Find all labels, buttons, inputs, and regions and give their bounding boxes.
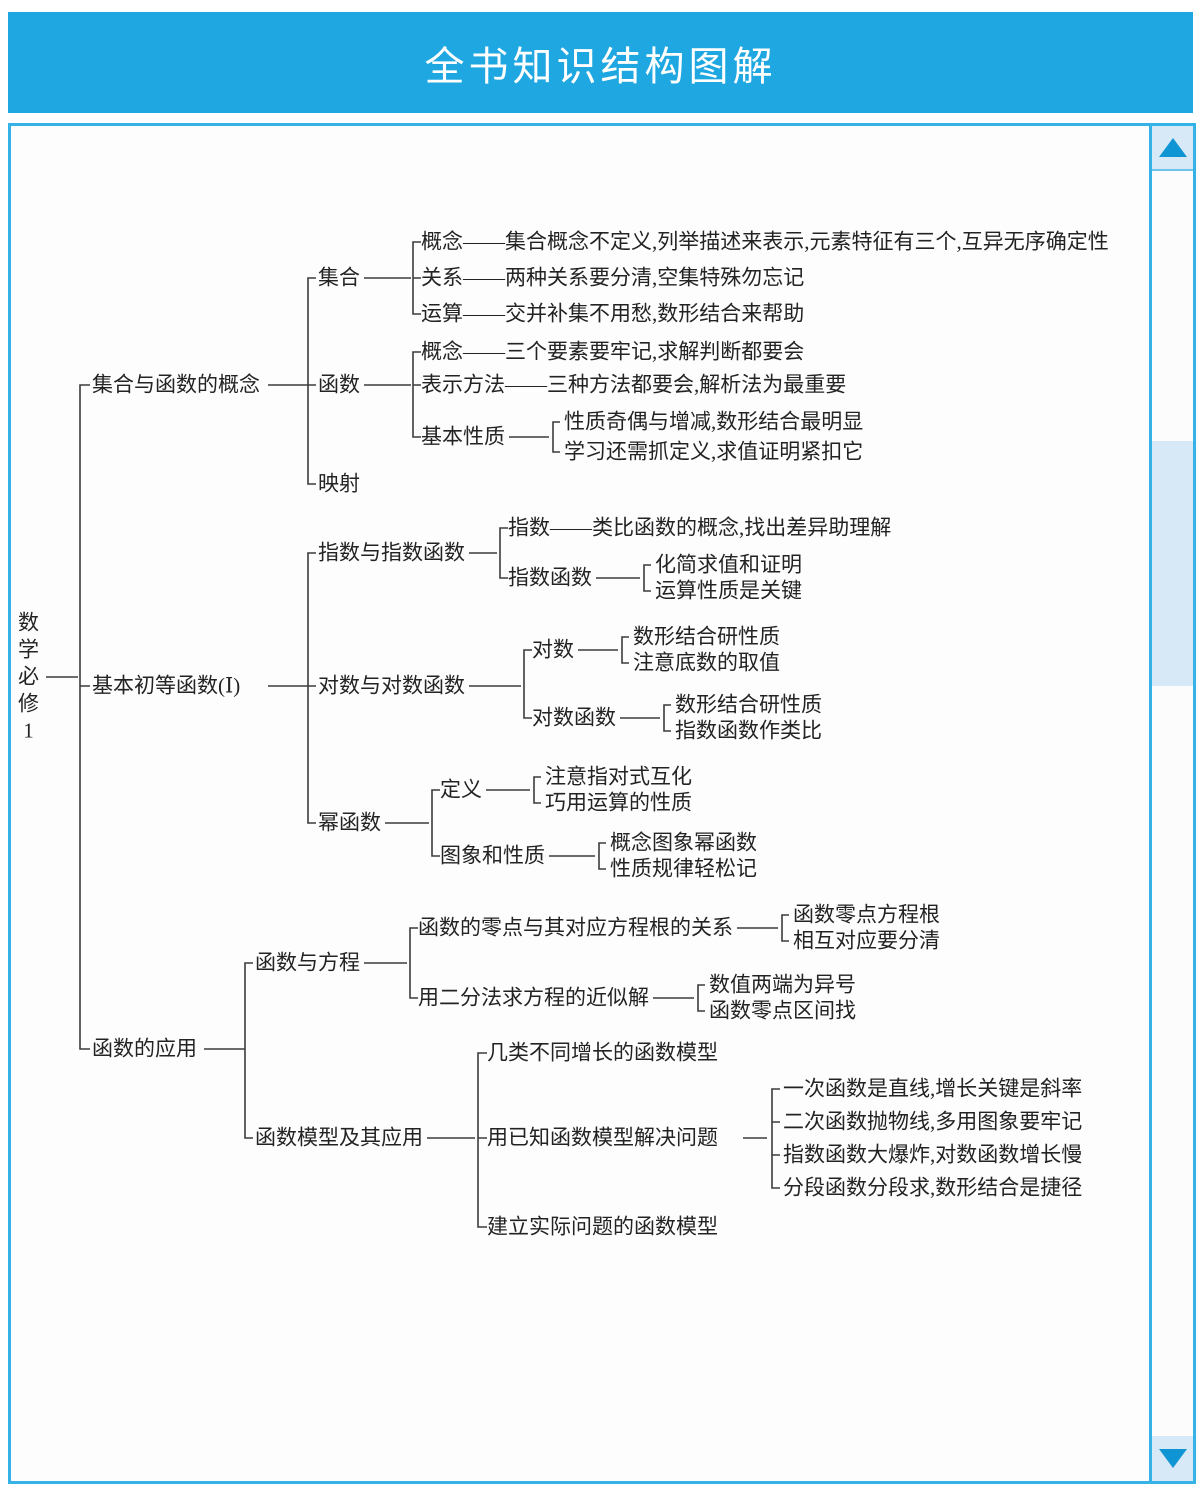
note-power-definition-1: 注意指对式互化: [545, 764, 692, 789]
node-sets-relations: 关系——两种关系要分清,空集特殊勿忘记: [421, 265, 805, 290]
node-exponential-function: 指数函数: [508, 565, 592, 590]
page-title-bar: 全书知识结构图解: [8, 12, 1193, 113]
node-logarithmic-function: 对数函数: [532, 705, 616, 730]
node-sets: 集合: [318, 265, 360, 290]
node-functions-representation: 表示方法——三种方法都要会,解析法为最重要: [421, 372, 847, 397]
connector-branch-sets-functions: [268, 241, 560, 485]
note-logarithmic-function-1: 数形结合研性质: [675, 692, 822, 717]
note-basic-properties-2: 学习还需抓定义,求值证明紧扣它: [564, 439, 864, 464]
note-known-models-4: 分段函数分段求,数形结合是捷径: [783, 1175, 1083, 1200]
node-functions: 函数: [318, 372, 360, 397]
note-zeros-roots-1: 函数零点方程根: [793, 902, 940, 927]
scroll-down-button[interactable]: [1152, 1436, 1193, 1481]
scrollbar: [1149, 126, 1193, 1481]
note-known-models-1: 一次函数是直线,增长关键是斜率: [783, 1076, 1083, 1101]
node-power-definition: 定义: [440, 777, 482, 802]
note-logarithm-2: 注意底数的取值: [633, 650, 780, 675]
connector-trunk: [46, 384, 90, 1050]
note-logarithmic-function-2: 指数函数作类比: [675, 718, 822, 743]
node-growth-function-models: 几类不同增长的函数模型: [487, 1040, 718, 1065]
node-sets-concept: 概念——集合概念不定义,列举描述来表示,元素特征有三个,互异无序确定性: [421, 229, 1109, 254]
scrollbar-thumb[interactable]: [1152, 441, 1193, 686]
node-bisection-method: 用二分法求方程的近似解: [418, 985, 649, 1010]
node-mapping: 映射: [318, 471, 360, 496]
note-known-models-2: 二次函数抛物线,多用图象要牢记: [783, 1109, 1083, 1134]
scrollbar-track[interactable]: [1152, 171, 1193, 1436]
node-power-functions: 幂函数: [318, 810, 381, 835]
node-exponents-and-exponential-functions: 指数与指数函数: [318, 540, 465, 565]
page-title: 全书知识结构图解: [424, 44, 777, 89]
node-applications-of-functions: 函数的应用: [92, 1036, 197, 1061]
node-exponent: 指数——类比函数的概念,找出差异助理解: [508, 515, 892, 540]
content-frame: [8, 123, 1196, 1484]
node-functions-basic-properties: 基本性质: [421, 424, 505, 449]
note-power-graph-1: 概念图象幂函数: [610, 830, 757, 855]
node-functions-concept: 概念——三个要素要牢记,求解判断都要会: [421, 339, 805, 364]
node-basic-elementary-functions-1: 基本初等函数(Ⅰ): [92, 673, 241, 698]
node-functions-and-equations: 函数与方程: [255, 950, 360, 975]
node-zeros-and-roots-relation: 函数的零点与其对应方程根的关系: [418, 915, 733, 940]
node-solve-with-known-models: 用已知函数模型解决问题: [487, 1125, 718, 1150]
node-logarithms-and-logarithmic-functions: 对数与对数函数: [318, 673, 465, 698]
node-root: 数学必修1: [18, 610, 39, 743]
note-known-models-3: 指数函数大爆炸,对数函数增长慢: [783, 1142, 1083, 1167]
connector-branch-elementary-functions: [268, 527, 671, 870]
connector-branch-applications: [204, 914, 789, 1228]
triangle-down-icon: [1158, 1449, 1187, 1468]
note-exponential-function-1: 化简求值和证明: [655, 552, 802, 577]
node-sets-operations: 运算——交并补集不用愁,数形结合来帮助: [421, 301, 805, 326]
node-build-practical-models: 建立实际问题的函数模型: [487, 1214, 718, 1239]
node-logarithm: 对数: [532, 637, 574, 662]
node-power-graph-and-properties: 图象和性质: [440, 843, 545, 868]
note-exponential-function-2: 运算性质是关键: [655, 578, 802, 603]
triangle-up-icon: [1158, 138, 1187, 157]
note-power-definition-2: 巧用运算的性质: [545, 790, 692, 815]
note-power-graph-2: 性质规律轻松记: [610, 856, 757, 881]
node-function-models-and-applications: 函数模型及其应用: [255, 1125, 423, 1150]
scroll-up-button[interactable]: [1152, 126, 1193, 171]
note-zeros-roots-2: 相互对应要分清: [793, 928, 940, 953]
note-logarithm-1: 数形结合研性质: [633, 624, 780, 649]
note-bisection-2: 函数零点区间找: [709, 998, 856, 1023]
note-basic-properties-1: 性质奇偶与增减,数形结合最明显: [564, 409, 864, 434]
note-bisection-1: 数值两端为异号: [709, 972, 856, 997]
node-sets-and-functions-concepts: 集合与函数的概念: [92, 372, 260, 397]
